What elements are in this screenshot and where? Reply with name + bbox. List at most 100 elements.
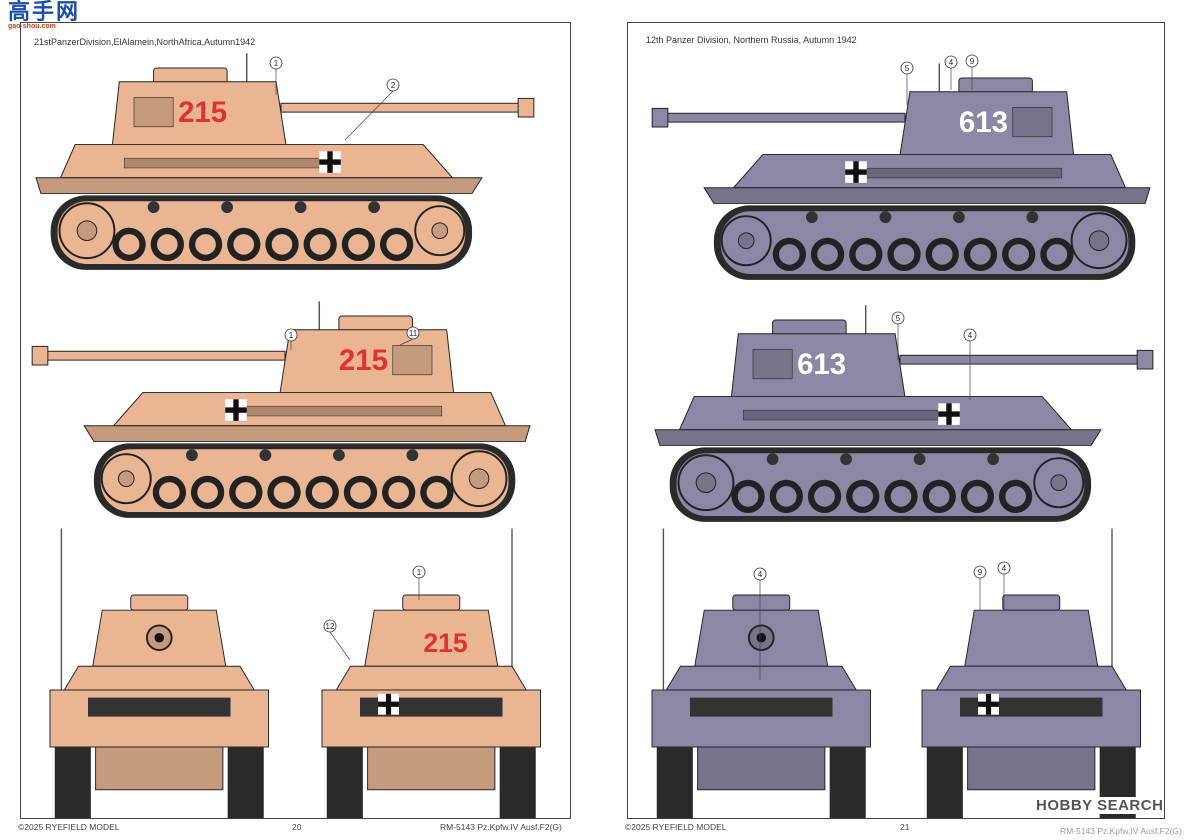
turret-hatch (752, 349, 793, 380)
balkenkreuz-horizontal (225, 407, 247, 413)
callout-leader (329, 631, 351, 661)
tank-number: 215 (423, 628, 468, 658)
lower-hull (697, 746, 826, 791)
left-track (326, 747, 363, 819)
left-track (926, 747, 963, 819)
callout-circle (891, 311, 905, 325)
return-roller (913, 453, 926, 466)
sprocket-hub (76, 220, 98, 241)
return-roller (806, 211, 818, 224)
muzzle-brake (651, 107, 669, 128)
callout-circle (753, 567, 767, 581)
main-gun (899, 354, 1146, 365)
right-front-view (651, 528, 871, 819)
left-page-title: 21stPanzerDivision,ElAlamein,NorthAfrica… (34, 37, 256, 47)
return-roller (147, 201, 160, 214)
fender (83, 425, 531, 442)
muzzle-brake (31, 345, 49, 366)
road-wheel-hub (117, 233, 141, 256)
road-wheel-hub (930, 243, 954, 266)
callout-circle (963, 328, 977, 342)
right-side-view-left: 613 (651, 63, 1151, 280)
road-wheel-hub (156, 233, 179, 256)
gun-bore (154, 633, 164, 643)
stowage-rack (865, 167, 1063, 179)
road-wheel-hub (966, 485, 989, 508)
callout-number: 9 (978, 568, 983, 577)
callout-circle (323, 619, 337, 633)
return-roller (879, 211, 892, 224)
muzzle-brake (517, 97, 535, 118)
superstructure (335, 665, 528, 691)
spare-track-links (88, 697, 231, 717)
callout-number: 9 (970, 57, 975, 66)
road-wheel-hub (232, 233, 256, 256)
balkenkreuz-horizontal (938, 411, 960, 417)
return-roller (294, 201, 307, 214)
balkenkreuz-horizontal (378, 701, 399, 707)
road-wheel-hub (270, 233, 294, 256)
road-wheel-hub (347, 233, 370, 256)
watermark-logo-text: 高手网 (8, 0, 81, 24)
return-roller (259, 449, 272, 462)
superstructure (63, 665, 256, 691)
callout-circle (269, 56, 283, 70)
road-wheel-hub (385, 233, 408, 256)
callout-circle (284, 328, 298, 342)
return-roller (1026, 211, 1039, 224)
sprocket-hub (695, 472, 717, 493)
road-wheel-hub (736, 485, 760, 508)
stowage-rack (742, 409, 940, 421)
tank-number: 215 (178, 96, 227, 129)
road-wheel-hub (272, 481, 296, 504)
callout-number: 4 (949, 58, 954, 67)
right-rear-view (921, 528, 1141, 819)
callout-number: 4 (1002, 564, 1007, 573)
hobby-search-watermark: HOBBY SEARCH (1036, 797, 1164, 814)
commander-cupola (130, 594, 189, 611)
callout-circle (965, 54, 979, 68)
road-wheel-hub (851, 485, 875, 508)
balkenkreuz-horizontal (845, 169, 867, 175)
callout-leader (344, 90, 394, 141)
superstructure (665, 665, 858, 691)
turret-hatch (392, 345, 433, 376)
road-wheel-hub (158, 481, 181, 504)
spare-track-links (690, 697, 833, 717)
callout-circle (944, 55, 958, 69)
callout-number: 1 (274, 59, 279, 68)
fender (35, 177, 483, 194)
right-page-title: 12th Panzer Division, Northern Russia, A… (646, 35, 857, 45)
road-wheel-hub (813, 485, 836, 508)
main-gun (659, 112, 906, 123)
superstructure (935, 665, 1128, 691)
tank-number: 613 (797, 348, 846, 381)
left-footer-copyright: ©2025 RYEFIELD MODEL (18, 822, 120, 832)
right-track (499, 747, 536, 819)
stowage-rack (245, 405, 443, 417)
callout-circle (406, 326, 420, 340)
right-track (227, 747, 264, 819)
commander-cupola (732, 594, 791, 611)
road-wheel-hub (308, 233, 332, 256)
sprocket-hub (468, 468, 490, 489)
left-rear-view: 215 (321, 528, 541, 819)
callout-circle (900, 61, 914, 75)
return-roller (766, 453, 779, 466)
road-wheel-hub (927, 485, 951, 508)
commander-cupola (1002, 594, 1061, 611)
callout-number: 5 (905, 64, 910, 73)
idler-hub (1050, 474, 1068, 492)
right-track (829, 747, 866, 819)
left-side-view-left: 215 (31, 301, 531, 518)
road-wheel-hub (1045, 243, 1069, 266)
road-wheel-hub (892, 243, 916, 266)
balkenkreuz-horizontal (319, 159, 341, 165)
road-wheel-hub (854, 243, 878, 266)
return-roller (406, 449, 419, 462)
road-wheel-hub (816, 243, 839, 266)
road-wheel-hub (234, 481, 258, 504)
road-wheel-hub (425, 481, 449, 504)
hull (651, 689, 871, 748)
turret-hatch (133, 97, 174, 128)
